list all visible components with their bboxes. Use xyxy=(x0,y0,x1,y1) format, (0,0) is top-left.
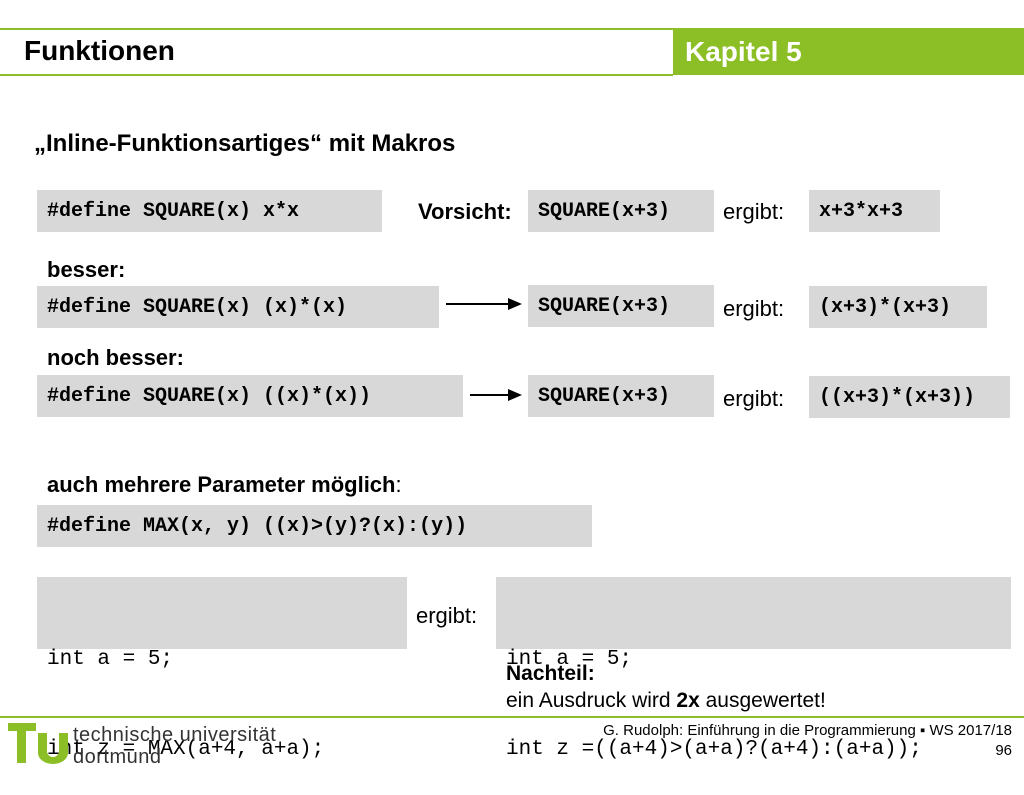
disadvantage-label: Nachteil: xyxy=(506,662,595,685)
example-expanded: int a = 5; int z =((a+4)>(a+a)?(a+4):(a+… xyxy=(496,577,1011,761)
define-square-better: #define SQUARE(x) (x)*(x) xyxy=(37,286,439,328)
logo-line-1: technische universität xyxy=(73,724,277,746)
arrow-right-icon xyxy=(446,298,522,310)
define-square-naive: #define SQUARE(x) x*x xyxy=(37,190,382,232)
square-call-3: SQUARE(x+3) xyxy=(528,375,714,417)
section-heading: „Inline-Funktionsartiges“ mit Makros xyxy=(34,130,456,157)
result-expansion-1: x+3*x+3 xyxy=(809,190,940,232)
besser-label: besser: xyxy=(47,257,126,282)
define-square-best: #define SQUARE(x) ((x)*(x)) xyxy=(37,375,463,417)
noch-besser-label: noch besser: xyxy=(47,345,184,370)
mehrere-params-label: auch mehrere Parameter möglich: xyxy=(47,472,402,497)
footer-line xyxy=(0,716,1024,718)
chapter-badge: Kapitel 5 xyxy=(673,28,1024,75)
footer-credit: G. Rudolph: Einführung in die Programmie… xyxy=(603,722,1012,739)
result-expansion-2: (x+3)*(x+3) xyxy=(809,286,987,328)
caution-label: Vorsicht: xyxy=(418,199,512,224)
code-line: int z =((a+4)>(a+a)?(a+4):(a+a)); xyxy=(506,738,922,761)
result-expansion-3: ((x+3)*(x+3)) xyxy=(809,376,1010,418)
code-line: int a = 5; xyxy=(47,648,174,671)
example-code: int a = 5; int z = MAX(a+4, a+a); xyxy=(37,577,407,761)
result-label-1: ergibt: xyxy=(723,199,785,224)
tu-logo-icon xyxy=(8,723,68,764)
result-label-3: ergibt: xyxy=(723,386,785,411)
disadvantage-note: Nachteil: ein Ausdruck wird 2x ausgewert… xyxy=(506,660,826,714)
header-bottom-line xyxy=(0,74,673,76)
code-line: int a = 5; xyxy=(506,648,633,671)
disadvantage-text: ein Ausdruck wird 2x ausgewertet! xyxy=(506,689,826,712)
university-name: technische universität dortmund xyxy=(73,724,276,768)
define-max: #define MAX(x, y) ((x)>(y)?(x):(y)) xyxy=(37,505,592,547)
logo-line-2: dortmund xyxy=(73,746,162,768)
page-number: 96 xyxy=(995,742,1012,759)
arrow-right-icon xyxy=(470,389,522,401)
square-call-2: SQUARE(x+3) xyxy=(528,285,714,327)
result-label-2: ergibt: xyxy=(723,296,785,321)
header-top-line xyxy=(0,28,673,30)
page-title: Funktionen xyxy=(24,35,175,66)
square-call-1: SQUARE(x+3) xyxy=(528,190,714,232)
result-label-example: ergibt: xyxy=(416,603,478,628)
